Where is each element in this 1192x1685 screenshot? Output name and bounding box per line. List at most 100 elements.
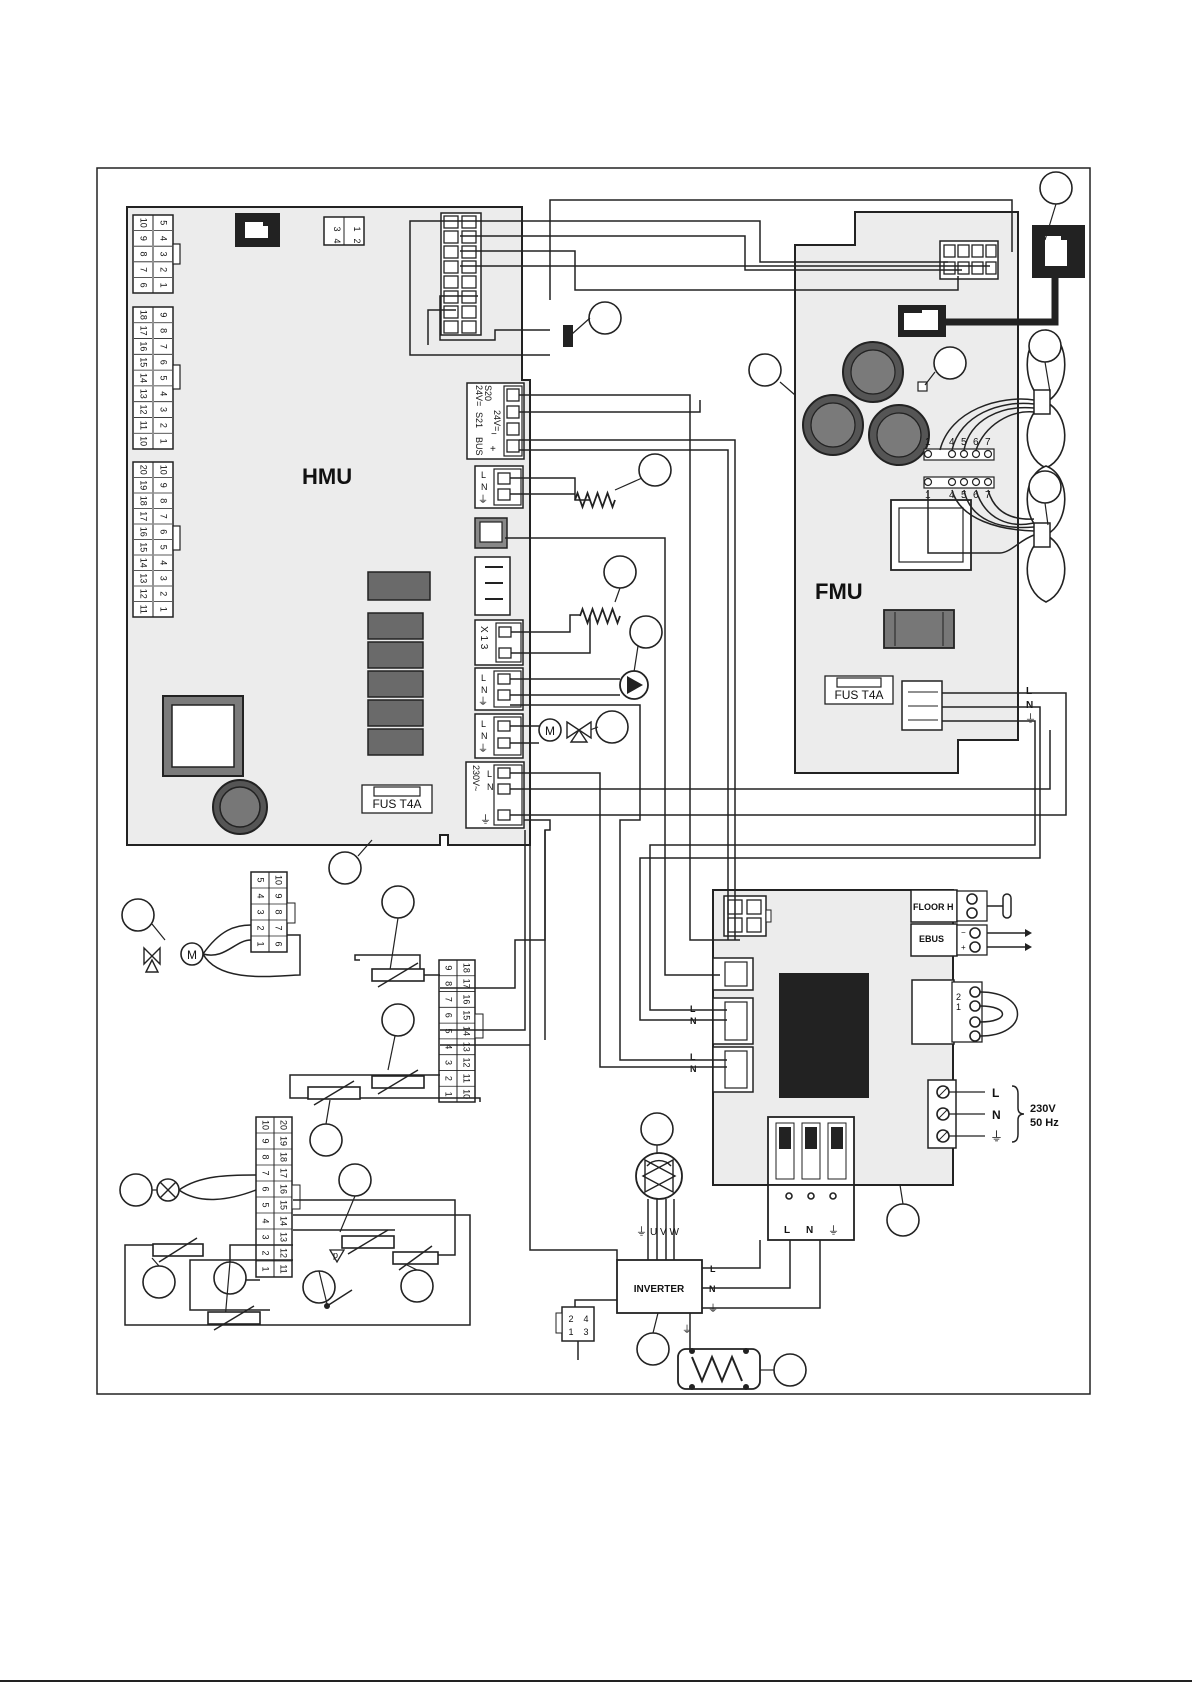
fmu-capacitor-inner [810, 402, 856, 448]
pin-label: 7 [139, 267, 149, 272]
l-label: L [487, 769, 492, 779]
s21-voltage: 24V= [492, 410, 502, 431]
fan-pin-label: 6 [973, 437, 979, 448]
wire [189, 1259, 293, 1311]
pin-label: 9 [139, 236, 149, 241]
wire [460, 250, 959, 291]
floor-h-label: FLOOR H [913, 902, 954, 912]
pin-label: 4 [159, 560, 169, 565]
pin-label: 18 [139, 310, 149, 320]
fmu-fuse-label: FUS T4A [834, 688, 883, 702]
pin [461, 275, 477, 289]
pin-label: 15 [279, 1200, 289, 1210]
wire [951, 489, 1035, 532]
wire [939, 398, 1035, 451]
mixer-valve-motor-icon: M [143, 942, 204, 973]
fmu-led [917, 381, 928, 392]
pin-label: 7 [159, 514, 169, 519]
wire [460, 235, 962, 271]
pin-label: 7 [274, 925, 284, 930]
pin-label: 9 [274, 893, 284, 898]
callout-marker [603, 555, 637, 589]
pin [959, 477, 969, 487]
fmu-rj-jack-icon [898, 225, 1085, 337]
hmu-terminal-s20-s21-bus: 24V= S20 24V= S21 BUS − + [466, 382, 525, 460]
callout-marker [1039, 171, 1073, 205]
pin [971, 477, 981, 487]
wire [529, 830, 618, 1260]
pin-label: 18 [139, 496, 149, 506]
pin-label: 18 [279, 1152, 289, 1162]
pin-label: 10 [462, 1089, 472, 1099]
pin-label: 20 [139, 465, 149, 475]
callout-marker [748, 353, 782, 387]
pin [443, 230, 459, 244]
pin-label: 10 [261, 1120, 271, 1130]
diagram-frame [96, 167, 1091, 1395]
mains-label: 230V~ [471, 765, 481, 791]
pin-label: 7 [159, 344, 169, 349]
pin [461, 320, 477, 334]
l1-label: L [690, 1004, 696, 1014]
pin-label: 12 [279, 1248, 289, 1258]
hmu-transformer-window [171, 704, 235, 768]
hmu-relay [367, 641, 424, 669]
pin-label: 6 [159, 529, 169, 534]
pin [443, 290, 459, 304]
pin-label: 10 [139, 436, 149, 446]
pin [461, 230, 477, 244]
wire [975, 411, 1035, 451]
pin [959, 449, 969, 459]
fmu-earth-label: ⏚ [1025, 712, 1036, 725]
wire [549, 199, 1013, 300]
pin-label: 3 [583, 1327, 588, 1337]
callout-marker [636, 1332, 670, 1366]
crankcase-heater-icon [677, 1348, 761, 1390]
pin-label: 8 [159, 328, 169, 333]
s21-label: S21 [474, 412, 484, 428]
callout-leader [151, 1257, 160, 1267]
hmu-terminal-display [474, 556, 511, 616]
pressure-switch-icon: p [324, 1249, 353, 1309]
pin-label: 3 [159, 407, 169, 412]
inverter-earth-out: ⏚ [682, 1324, 692, 1336]
fmu-label: FMU [815, 579, 863, 604]
callout-marker [309, 1123, 343, 1157]
pin-label: 4 [256, 893, 266, 898]
fan-pin-label: 1 [925, 437, 931, 448]
fan-pin-label: 5 [961, 490, 967, 501]
wire [178, 1189, 257, 1201]
callout-leader [1044, 361, 1051, 393]
pin-label: 13 [139, 573, 149, 583]
pin-label: 14 [462, 1026, 472, 1036]
term-l-label: L [784, 1225, 790, 1236]
callout-leader [224, 1261, 231, 1321]
hmu-relay [367, 670, 424, 698]
pin-label: 17 [279, 1168, 289, 1178]
callout-marker [328, 851, 362, 885]
supply-frequency: 50 Hz [1030, 1117, 1059, 1129]
wire [202, 924, 252, 955]
hmu-relay [367, 728, 424, 756]
pin-label: 14 [139, 558, 149, 568]
pin-label: 2 [444, 1076, 454, 1081]
callout-leader [779, 381, 796, 396]
pin-label: 10 [159, 465, 169, 475]
pin [971, 449, 981, 459]
callout-marker [629, 615, 663, 649]
callout-leader [387, 1035, 396, 1071]
pin-label: 4 [159, 391, 169, 396]
callout-marker [302, 1270, 336, 1304]
heater-resistor-icon [574, 490, 616, 510]
hmu-fuse-body [373, 786, 421, 797]
earth-label: ⏚ [480, 813, 491, 826]
pin-label: 16 [139, 341, 149, 351]
wire [440, 830, 546, 989]
l-label: L [481, 719, 486, 729]
pin [443, 275, 459, 289]
pin [443, 305, 459, 319]
pin-label: 9 [444, 965, 454, 970]
x13-label: X 1 3 [478, 626, 489, 650]
pin-label: 8 [444, 981, 454, 986]
pin-label: 1 [159, 283, 169, 288]
